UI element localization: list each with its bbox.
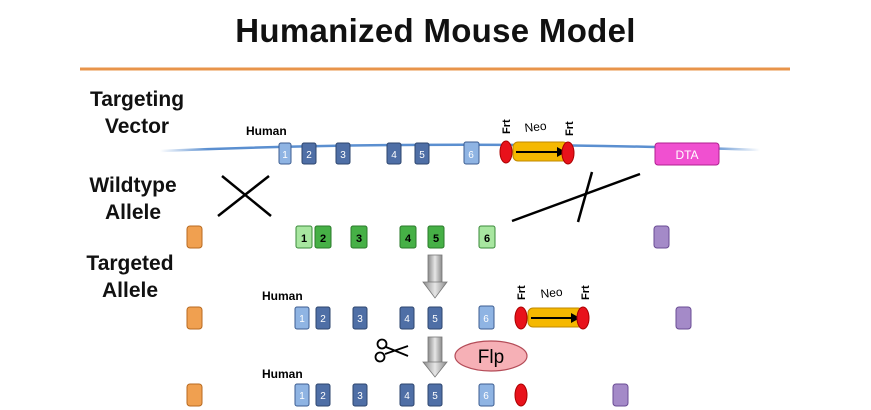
exon-2: 2 (315, 383, 331, 407)
exon-label: 1 (301, 233, 307, 245)
page-title: Humanized Mouse Model (235, 12, 636, 49)
wildtype-allele-label: Wildtype Allele (78, 172, 188, 226)
targeted-allele-label-line1: Targeted (86, 252, 174, 275)
targeting-vector-row: Human 1 2 3 4 5 6 Frt Neo Frt DTA (246, 119, 720, 166)
crossover-line (511, 172, 641, 223)
homology-arm-marker-left (186, 306, 203, 330)
crossover-line (217, 175, 270, 217)
exon-label: 3 (357, 391, 363, 402)
crossover-line (221, 175, 272, 217)
neo-label: Neo (524, 119, 548, 135)
exon-1: 1 (294, 383, 310, 407)
exon-3: 3 (350, 225, 368, 249)
exon-label: 3 (340, 150, 346, 161)
exon-5: 5 (427, 306, 443, 330)
frt-site-left (499, 140, 513, 164)
frt-site-left (514, 306, 528, 330)
exon-label: 1 (299, 314, 305, 325)
frt-site-right (576, 306, 590, 330)
exon-1: 1 (294, 306, 310, 330)
exon-label: 4 (404, 391, 410, 402)
human-label: Human (262, 367, 303, 381)
exon-6: 6 (478, 383, 495, 407)
exon-4: 4 (399, 225, 417, 249)
wildtype-allele-label-line2: Allele (104, 201, 162, 224)
dta-label: DTA (675, 148, 698, 162)
crossover-line (576, 171, 594, 223)
exon-2: 2 (315, 306, 331, 330)
neo-label: Neo (540, 285, 564, 301)
frt-label-right: Frt (580, 285, 592, 300)
frt-label-left: Frt (516, 285, 528, 300)
exon-6: 6 (478, 305, 495, 330)
exon-6: 6 (463, 141, 480, 165)
human-label: Human (246, 124, 287, 138)
left-crossover (217, 175, 272, 217)
exon-label: 5 (432, 391, 438, 402)
exon-label: 6 (484, 233, 490, 245)
exon-label: 5 (419, 150, 425, 161)
neo-arrowhead (571, 313, 580, 323)
dta-cassette (654, 142, 720, 166)
homology-arm-marker-right (653, 225, 670, 249)
exon-label: 3 (357, 314, 363, 325)
right-crossover (511, 171, 641, 223)
frt-site (514, 383, 528, 407)
exon-label: 2 (320, 233, 326, 245)
targeting-vector-label: Targeting Vector (78, 86, 196, 140)
homology-arm-marker-right (612, 383, 629, 407)
exon-3: 3 (335, 142, 351, 165)
targeted-allele-label: Targeted Allele (74, 250, 186, 304)
exon-label: 3 (356, 233, 362, 245)
exon-1: 1 (278, 142, 292, 165)
exon-label: 2 (306, 150, 312, 161)
human-label: Human (262, 289, 303, 303)
exon-4: 4 (399, 383, 415, 407)
flp-recombinase-badge: Flp (454, 340, 528, 372)
exon-label: 5 (432, 314, 438, 325)
neo-arrowhead (557, 147, 566, 157)
exon-label: 2 (320, 391, 326, 402)
scissors-icon (374, 338, 409, 363)
targeting-vector-label-line2: Vector (104, 115, 170, 138)
recombination-arrow-1 (422, 254, 448, 299)
recombination-arrow-2 (422, 336, 448, 378)
homology-arm-marker-left (186, 225, 203, 249)
exon-label: 5 (433, 233, 439, 245)
exon-label: 4 (391, 150, 397, 161)
exon-label: 6 (468, 150, 474, 161)
wildtype-allele-row: 1 2 3 4 5 6 (186, 225, 670, 249)
exon-1: 1 (295, 225, 313, 249)
exon-5: 5 (414, 142, 430, 165)
exon-label: 1 (299, 391, 305, 402)
exon-3: 3 (352, 383, 368, 407)
exon-label: 6 (483, 314, 489, 325)
flp-allele-row: Human 1 2 3 4 5 6 (186, 367, 629, 407)
exon-label: 1 (282, 150, 288, 161)
exon-6: 6 (478, 225, 496, 249)
exon-2: 2 (301, 142, 317, 165)
exon-label: 4 (404, 314, 410, 325)
targeted-allele-row: Human 1 2 3 4 5 6 Frt Neo Frt (186, 285, 692, 330)
exon-5: 5 (427, 225, 445, 249)
wildtype-allele-label-line1: Wildtype (89, 174, 177, 197)
exon-label: 2 (320, 314, 326, 325)
frt-site-right (561, 141, 575, 165)
frt-label-left: Frt (501, 119, 513, 134)
exon-label: 4 (405, 233, 412, 245)
exon-3: 3 (352, 306, 368, 330)
exon-2: 2 (314, 225, 332, 249)
flp-label: Flp (478, 347, 504, 368)
exon-4: 4 (386, 142, 402, 165)
homology-arm-marker-left (186, 383, 203, 407)
frt-label-right: Frt (564, 121, 576, 136)
exon-5: 5 (427, 383, 443, 407)
targeting-vector-label-line1: Targeting (89, 88, 185, 111)
targeted-allele-label-line2: Allele (101, 279, 159, 302)
exon-4: 4 (399, 306, 415, 330)
homology-arm-marker-right (675, 306, 692, 330)
exon-label: 6 (483, 391, 489, 402)
